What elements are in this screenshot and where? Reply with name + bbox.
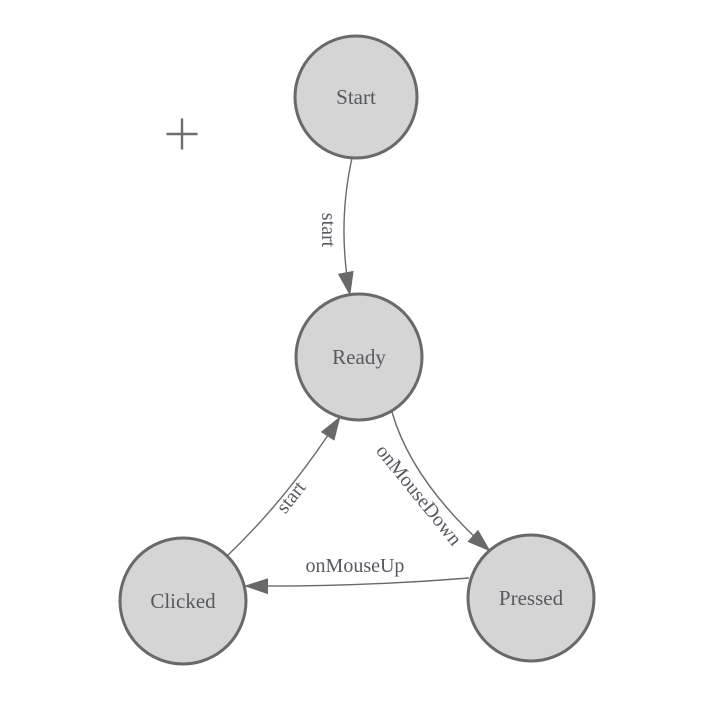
- node-clicked-circle[interactable]: [118, 536, 248, 666]
- edge-clicked-to-ready-label: start: [272, 477, 311, 518]
- node-pressed-circle[interactable]: [466, 533, 596, 663]
- crosshair-cursor-icon: [166, 118, 198, 150]
- node-ready-label: Ready: [332, 345, 386, 369]
- node-start-circle[interactable]: [293, 34, 419, 160]
- edge-ready-to-pressed-line[interactable]: [391, 411, 491, 552]
- edge-pressed-to-clicked-line[interactable]: [244, 577, 470, 595]
- edge-ready-to-pressed-label: onMouseDown: [371, 440, 466, 550]
- node-pressed[interactable]: Pressed: [466, 533, 596, 663]
- edge-start-to-ready-label: start: [317, 213, 339, 248]
- edge-pressed-to-clicked-label: onMouseUp: [306, 555, 405, 577]
- node-ready-circle[interactable]: [294, 292, 424, 422]
- edge-clicked-to-ready: start: [226, 416, 341, 557]
- node-ready[interactable]: Ready: [294, 292, 424, 422]
- edge-start-to-ready-line[interactable]: [337, 157, 354, 296]
- edge-start-to-ready: start: [317, 157, 354, 296]
- node-start[interactable]: Start: [293, 34, 419, 160]
- node-start-label: Start: [336, 85, 376, 109]
- node-pressed-label: Pressed: [499, 586, 564, 610]
- node-clicked[interactable]: Clicked: [118, 536, 248, 666]
- edge-clicked-to-ready-line[interactable]: [226, 416, 341, 557]
- edge-ready-to-pressed: onMouseDown: [371, 411, 491, 552]
- node-clicked-label: Clicked: [150, 589, 216, 613]
- edge-pressed-to-clicked: onMouseUp: [244, 555, 470, 595]
